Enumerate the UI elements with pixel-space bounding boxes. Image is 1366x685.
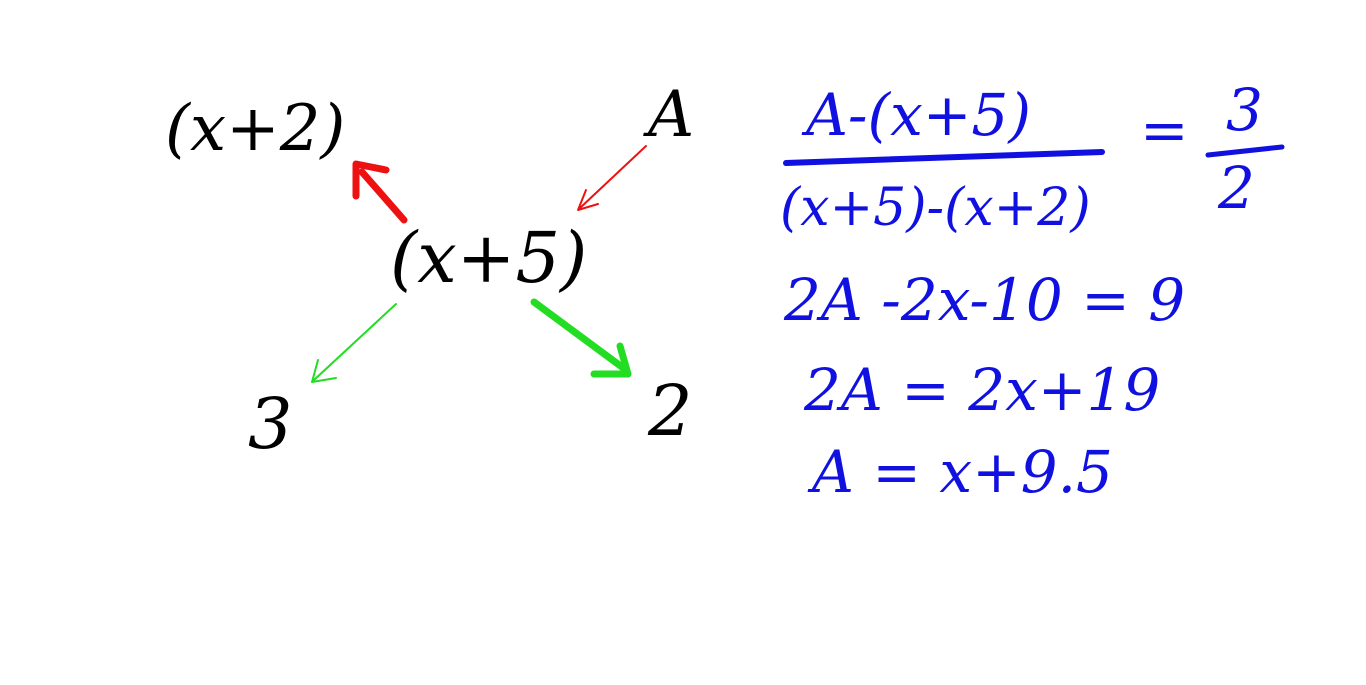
- equals-sign: =: [1140, 96, 1189, 164]
- node-bottom-right: 2: [647, 370, 693, 452]
- arrow-red-thick: [352, 160, 408, 224]
- fraction-bar: [783, 149, 1105, 166]
- equation-line-2: 2A = 2x+19: [803, 356, 1160, 424]
- equation-line-3: A = x+9.5: [807, 438, 1113, 506]
- rhs-numerator: 3: [1226, 76, 1263, 144]
- equation-line-1: 2A -2x-10 = 9: [783, 266, 1185, 334]
- arrow-red-thin: [577, 145, 647, 211]
- fraction-denominator: (x+5)-(x+2): [780, 178, 1091, 238]
- rhs-fraction-bar: [1205, 144, 1285, 158]
- node-top-left: (x+2): [165, 92, 345, 166]
- arrow-green-thin: [311, 303, 397, 383]
- rhs-denominator: 2: [1217, 154, 1255, 222]
- node-bottom-left: 3: [248, 383, 293, 465]
- fraction-numerator: A-(x+5): [801, 81, 1031, 149]
- node-top-right: A: [643, 78, 694, 152]
- node-center: (x+5): [390, 217, 587, 299]
- arrow-green-thick: [530, 298, 632, 378]
